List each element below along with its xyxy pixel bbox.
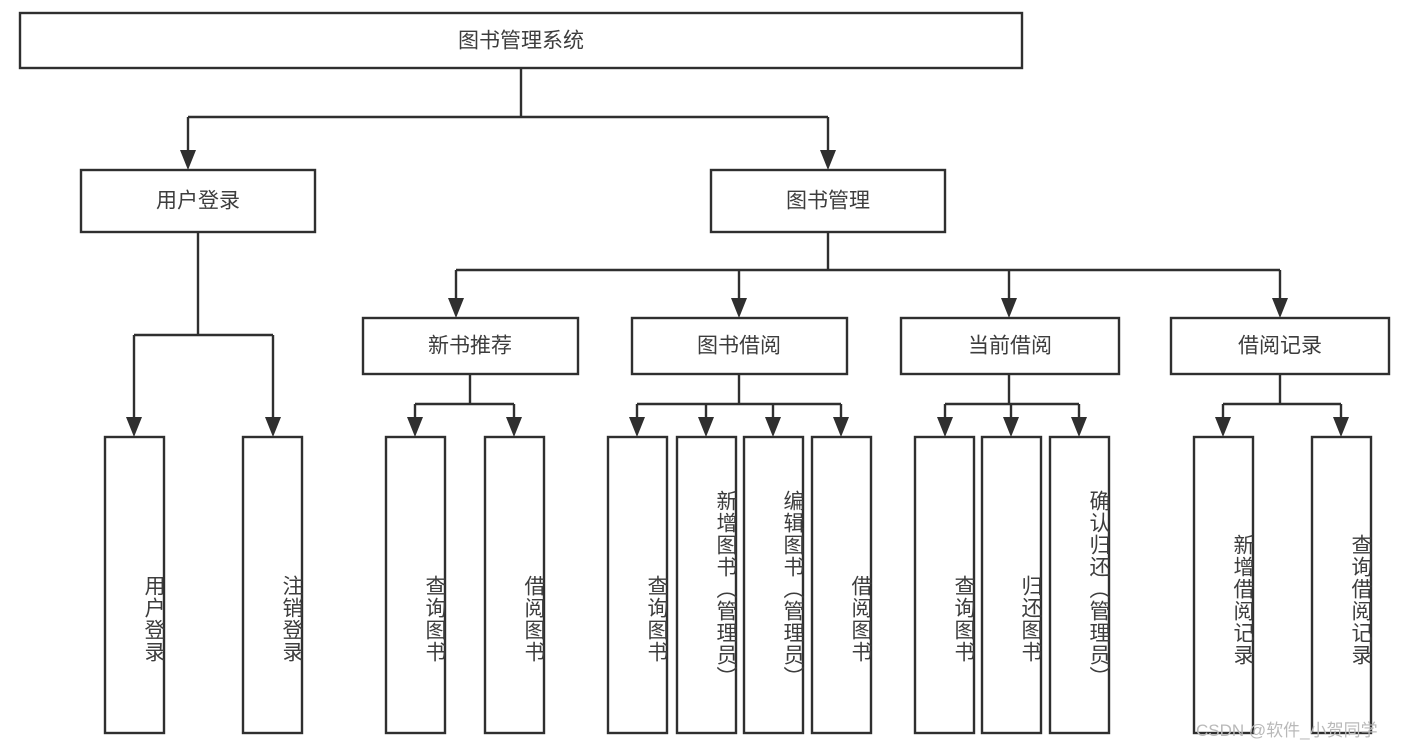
node-box-leaf-user-login[interactable] — [103, 435, 166, 735]
arrow-to-leaf-query-book-2 — [629, 417, 645, 437]
node-box-leaf-add-record[interactable] — [1192, 435, 1255, 735]
connector-group-book-borrow — [629, 374, 849, 437]
node-box-leaf-query-record[interactable] — [1310, 435, 1373, 735]
node-label-user-login: 用户登录 — [156, 190, 240, 213]
node-label-borrow-record: 借阅记录 — [1238, 335, 1322, 358]
node-label-new-book-recommend: 新书推荐 — [428, 335, 512, 358]
node-box-leaf-query-book-2[interactable] — [606, 435, 669, 735]
arrow-to-leaf-borrow-book-1 — [506, 417, 522, 437]
arrow-to-leaf-borrow-book-2 — [833, 417, 849, 437]
arrow-to-leaf-query-record — [1333, 417, 1349, 437]
arrow-to-leaf-edit-book — [765, 417, 781, 437]
node-box-current-borrow[interactable] — [899, 316, 1121, 376]
arrow-to-new-book-recommend — [448, 298, 464, 318]
arrow-to-leaf-return-book — [1003, 417, 1019, 437]
node-box-user-login[interactable] — [79, 168, 317, 234]
node-box-leaf-logout-login[interactable] — [241, 435, 304, 735]
node-box-root[interactable] — [18, 11, 1024, 70]
connector-group-root — [180, 68, 836, 170]
node-box-leaf-add-book[interactable] — [675, 435, 738, 735]
arrow-to-user-login — [180, 150, 196, 170]
node-box-new-book-recommend[interactable] — [361, 316, 580, 376]
node-box-book-manage[interactable] — [709, 168, 947, 234]
arrow-to-leaf-add-book — [698, 417, 714, 437]
connector-group-current-borrow — [937, 374, 1087, 437]
connector-group-user-login — [126, 232, 281, 437]
arrow-to-leaf-logout-login — [265, 417, 281, 437]
arrow-to-leaf-user-login — [126, 417, 142, 437]
arrow-to-leaf-query-book-3 — [937, 417, 953, 437]
node-boxes — [18, 11, 1391, 735]
node-label-current-borrow: 当前借阅 — [968, 335, 1052, 358]
connector-group-book-manage — [448, 232, 1288, 318]
node-label-book-manage: 图书管理 — [786, 190, 870, 213]
node-box-leaf-edit-book[interactable] — [742, 435, 805, 735]
node-box-book-borrow[interactable] — [630, 316, 849, 376]
connector-group-borrow-record — [1215, 374, 1349, 437]
arrow-to-current-borrow — [1001, 298, 1017, 318]
arrow-to-leaf-add-record — [1215, 417, 1231, 437]
node-box-leaf-confirm-return[interactable] — [1048, 435, 1111, 735]
node-labels-horizontal: 图书管理系统 用户登录 图书管理 新书推荐 图书借阅 当前借阅 借阅记录 — [156, 30, 1322, 358]
node-label-book-borrow: 图书借阅 — [697, 335, 781, 358]
node-box-leaf-borrow-book-1[interactable] — [483, 435, 546, 735]
connector-group-new-book-recommend — [407, 374, 522, 437]
node-box-leaf-query-book-3[interactable] — [913, 435, 976, 735]
watermark-csdn: CSDN @软件_小贺同学 — [1196, 721, 1378, 740]
node-label-root: 图书管理系统 — [458, 30, 584, 53]
arrow-to-leaf-confirm-return — [1071, 417, 1087, 437]
node-box-borrow-record[interactable] — [1169, 316, 1391, 376]
node-box-leaf-return-book[interactable] — [980, 435, 1043, 735]
arrow-to-book-manage — [820, 150, 836, 170]
node-box-leaf-query-book-1[interactable] — [384, 435, 447, 735]
arrow-to-leaf-query-book-1 — [407, 417, 423, 437]
arrow-to-borrow-record — [1272, 298, 1288, 318]
node-box-leaf-borrow-book-2[interactable] — [810, 435, 873, 735]
arrow-to-book-borrow — [731, 298, 747, 318]
